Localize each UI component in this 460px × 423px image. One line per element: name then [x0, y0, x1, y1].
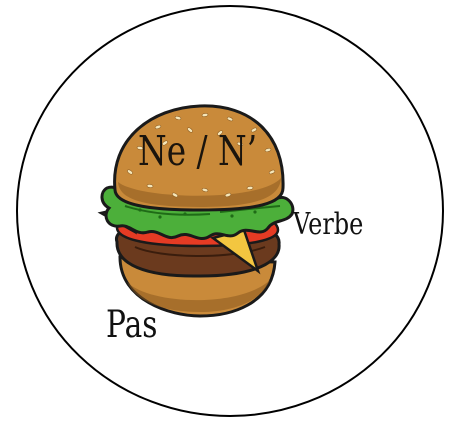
bottom-bun-shadow	[127, 280, 270, 312]
hamburger-icon	[97, 104, 295, 318]
sesame-seeds	[127, 113, 276, 198]
lettuce-veins	[124, 205, 281, 216]
filling-label: Verbe	[293, 207, 364, 242]
top-bun-shadow	[118, 178, 281, 207]
top-bun	[113, 104, 285, 212]
circle-frame	[16, 5, 444, 417]
lettuce-dots	[138, 208, 257, 219]
bottom-bun-label: Pas	[106, 303, 158, 346]
top-bun-label: Ne / N’	[138, 127, 258, 175]
